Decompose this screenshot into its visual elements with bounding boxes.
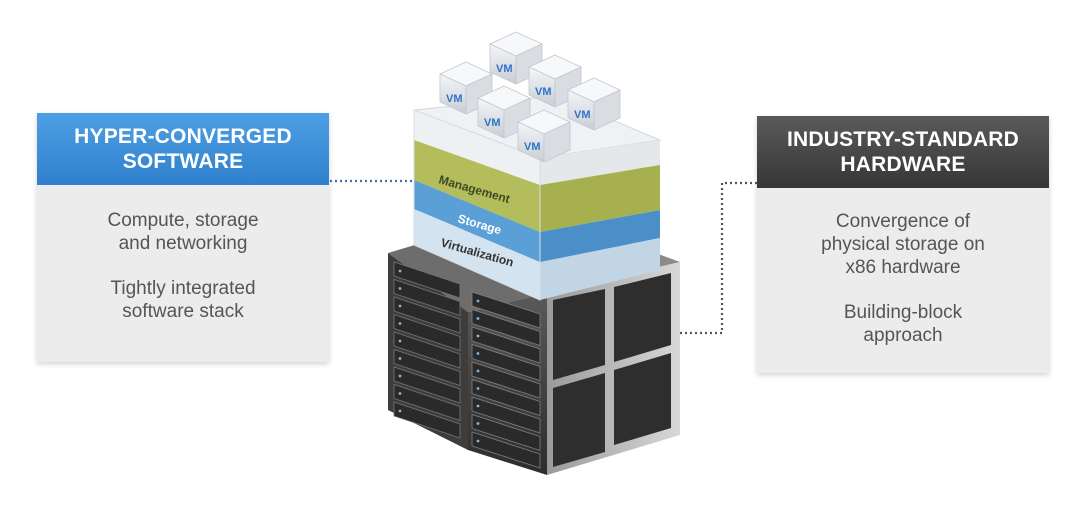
left-card-point1-line1: Compute, storage [107, 210, 259, 231]
drive-slot [471, 343, 541, 382]
right-card-title-line2: HARDWARE [840, 153, 966, 176]
drive-led [398, 322, 402, 325]
server-rack [388, 230, 680, 475]
industry-standard-hardware-header: INDUSTRY-STANDARD HARDWARE [757, 116, 1049, 188]
drive-slot [393, 348, 461, 387]
right-card-point1-line2: physical storage on [821, 234, 985, 255]
left-card-title-line2: SOFTWARE [122, 150, 244, 173]
drive-slot [393, 331, 461, 369]
drive-led [476, 439, 480, 443]
right-card-point-building-block: Building-block approach [757, 301, 1049, 347]
drive-slot [471, 413, 541, 452]
drive-led [476, 299, 480, 303]
vm-label: VM [574, 109, 591, 121]
drive-led [398, 409, 402, 413]
drive-slot [471, 291, 541, 329]
drive-slot [471, 378, 541, 417]
vm-label: VM [524, 141, 541, 153]
server-drive-slots-left [393, 261, 461, 439]
left-card-title-line1: HYPER-CONVERGED [74, 125, 292, 148]
drive-led [476, 352, 480, 355]
drive-led [398, 269, 402, 273]
right-card-body: Convergence of physical storage on x86 h… [757, 188, 1049, 373]
server-drive-slots-front [471, 291, 541, 469]
hyper-converged-software-header: HYPER-CONVERGED SOFTWARE [37, 113, 329, 185]
drive-slot [471, 326, 541, 364]
hyper-converged-software-card: HYPER-CONVERGED SOFTWARE Compute, storag… [37, 113, 329, 362]
left-card-point1-line2: and networking [118, 233, 248, 254]
left-card-point-compute: Compute, storage and networking [37, 209, 329, 255]
right-card-point2-line1: Building-block [843, 302, 963, 323]
drive-slot [393, 383, 461, 422]
drive-led [476, 334, 480, 338]
drive-led [398, 287, 402, 290]
drive-led [476, 404, 480, 408]
right-card-point1-line3: x86 hardware [845, 257, 961, 278]
drive-led [476, 317, 480, 320]
vm-cube: VM [517, 109, 571, 163]
drive-slot [393, 261, 461, 299]
left-card-body: Compute, storage and networking Tightly … [37, 185, 329, 362]
vm-label: VM [446, 93, 463, 105]
drive-slot [471, 396, 541, 434]
drive-slot [393, 278, 461, 317]
vm-label: VM [496, 63, 513, 75]
drive-led [398, 374, 402, 378]
drive-led [398, 392, 402, 395]
drive-slot [393, 366, 461, 404]
drive-led [476, 422, 480, 425]
drive-slot [471, 431, 541, 469]
vm-label: VM [535, 86, 552, 98]
drive-slot [471, 361, 541, 399]
drive-led [398, 304, 402, 308]
left-card-point2-line2: software stack [122, 301, 244, 322]
right-connector-line [678, 181, 757, 335]
left-card-point2-line1: Tightly integrated [110, 278, 256, 299]
industry-standard-hardware-card: INDUSTRY-STANDARD HARDWARE Convergence o… [757, 116, 1049, 373]
vm-cubes: VM VM VM VM VM VM [439, 31, 621, 163]
vm-cube: VM [567, 77, 621, 131]
right-card-point2-line2: approach [863, 325, 943, 346]
vm-label: VM [484, 117, 501, 129]
drive-led [398, 357, 402, 360]
drive-led [398, 339, 402, 343]
right-card-title-line1: INDUSTRY-STANDARD [786, 128, 1020, 151]
right-card-point-convergence: Convergence of physical storage on x86 h… [757, 210, 1049, 279]
drive-slot [471, 308, 541, 347]
right-card-point1-line1: Convergence of [835, 211, 971, 232]
left-card-point-integrated: Tightly integrated software stack [37, 277, 329, 323]
drive-led [476, 387, 480, 390]
drive-slot [393, 401, 461, 439]
drive-slot [393, 313, 461, 352]
drive-slot [393, 296, 461, 334]
drive-led [476, 369, 480, 373]
